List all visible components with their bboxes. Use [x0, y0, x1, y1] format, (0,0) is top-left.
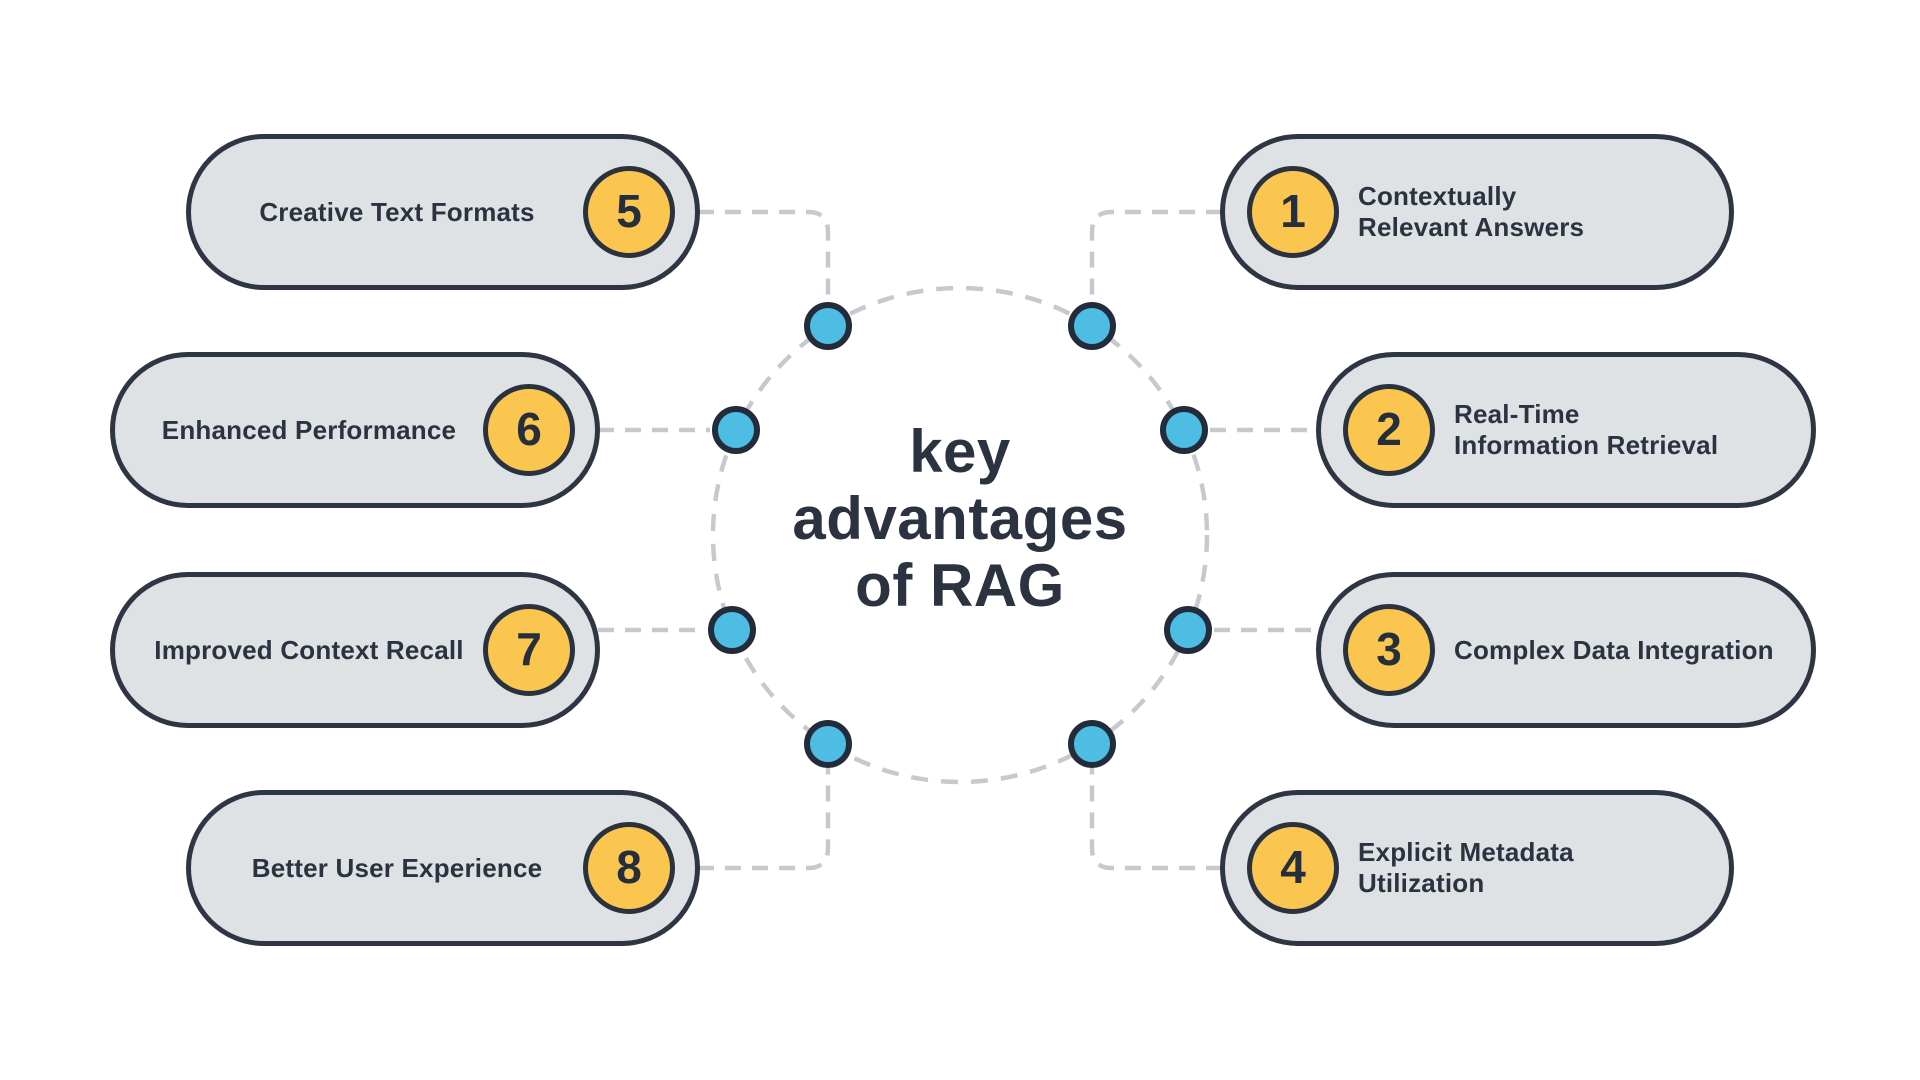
number-badge-4: 4 — [1247, 822, 1339, 914]
advantage-pill-4: 4 Explicit Metadata Utilization — [1220, 790, 1734, 946]
number-badge-1: 1 — [1247, 166, 1339, 258]
advantage-pill-7: Improved Context Recall 7 — [110, 572, 600, 728]
pill-label-8: Better User Experience — [251, 852, 543, 883]
pill-label-2: Real-Time Information Retrieval — [1454, 399, 1719, 460]
pill-label-1: Contextually Relevant Answers — [1358, 181, 1585, 242]
diagram-title: key advantages of RAG — [792, 418, 1128, 619]
advantage-pill-5: Creative Text Formats 5 — [186, 134, 700, 290]
pill-label-6: Enhanced Performance — [161, 414, 457, 445]
pill-label-7: Improved Context Recall — [154, 634, 464, 665]
advantage-pill-1: 1 Contextually Relevant Answers — [1220, 134, 1734, 290]
connector-dot-left-lower — [708, 606, 756, 654]
number-badge-6: 6 — [483, 384, 575, 476]
connector-dot-right-upper — [1160, 406, 1208, 454]
connector-dot-left-upper — [712, 406, 760, 454]
connector-line-4 — [1089, 766, 1222, 871]
number-badge-3: 3 — [1343, 604, 1435, 696]
pill-label-3: Complex Data Integration — [1454, 634, 1774, 665]
advantage-pill-6: Enhanced Performance 6 — [110, 352, 600, 508]
advantage-pill-8: Better User Experience 8 — [186, 790, 700, 946]
number-badge-2: 2 — [1343, 384, 1435, 476]
connector-dot-top-right — [1068, 302, 1116, 350]
number-badge-8: 8 — [583, 822, 675, 914]
connector-dot-right-lower — [1164, 606, 1212, 654]
connector-line-1 — [1089, 209, 1222, 304]
pill-label-5: Creative Text Formats — [259, 196, 535, 227]
number-badge-5: 5 — [583, 166, 675, 258]
advantage-pill-2: 2 Real-Time Information Retrieval — [1316, 352, 1816, 508]
number-badge-7: 7 — [483, 604, 575, 696]
pill-label-4: Explicit Metadata Utilization — [1358, 837, 1574, 898]
connector-dot-top-left — [804, 302, 852, 350]
connector-line-8 — [698, 766, 831, 871]
advantage-pill-3: 3 Complex Data Integration — [1316, 572, 1816, 728]
connector-line-5 — [698, 209, 831, 304]
connector-dot-bottom-right — [1068, 720, 1116, 768]
connector-dot-bottom-left — [804, 720, 852, 768]
center-dashed-circle — [710, 285, 1210, 785]
